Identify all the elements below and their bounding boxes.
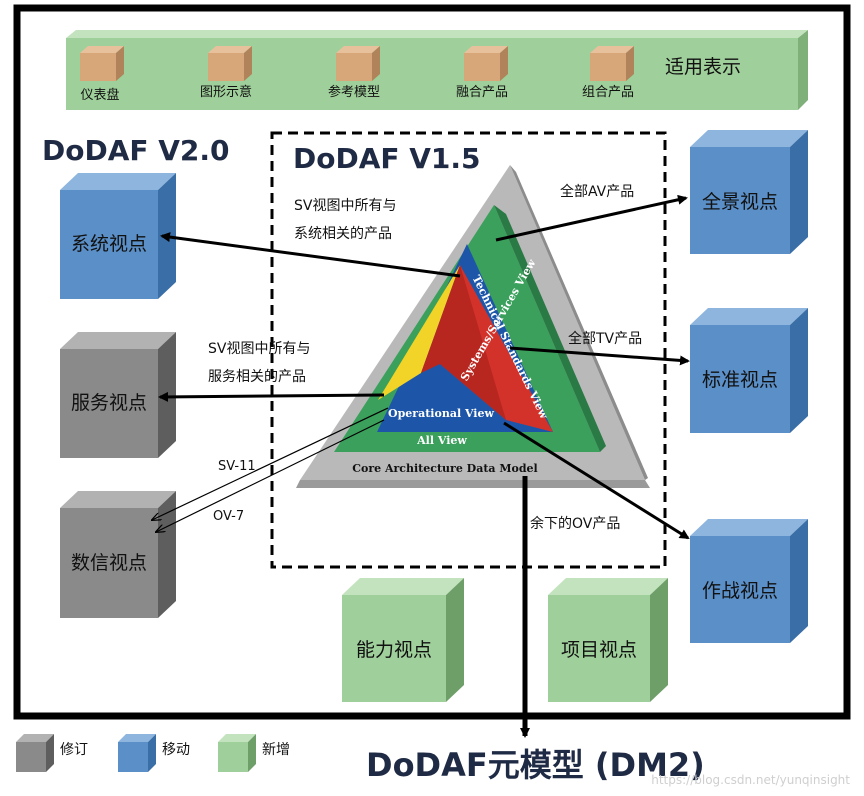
v15-dashed-box: [270, 131, 667, 569]
cube-all-viewpoint: [690, 130, 808, 254]
annotation-sv-service-line1: SV视图中所有与: [208, 341, 310, 357]
top-item-reference-model: 参考模型: [328, 84, 380, 100]
viewpoint-project: 项目视点: [561, 639, 637, 661]
annotation-sv-service-line2: 服务相关的产品: [208, 369, 306, 385]
annotation-all-av: 全部AV产品: [560, 183, 634, 200]
meta-model-title: DoDAF元模型 (DM2): [366, 746, 705, 784]
arrow-ov7-to-data-viewpoint: [156, 419, 385, 532]
title-v20: DoDAF V2.0: [42, 134, 230, 167]
viewpoint-operational: 作战视点: [702, 580, 778, 602]
annotation-rest-ov: 余下的OV产品: [530, 515, 620, 532]
legend-moved: 移动: [162, 742, 190, 758]
tan-cube-2: [208, 46, 252, 81]
pyramid: [296, 165, 650, 488]
outer-frame: [13, 4, 851, 720]
top-item-fusion: 融合产品: [456, 85, 508, 100]
cube-system-viewpoint: [60, 173, 176, 299]
core-model-label: Core Architecture Data Model: [352, 462, 538, 475]
legend-added: 新增: [262, 742, 290, 758]
top-item-composite: 组合产品: [582, 85, 634, 100]
viewpoint-system: 系统视点: [71, 233, 147, 255]
cube-capability-viewpoint: [342, 578, 464, 702]
arrow-to-service-viewpoint: [158, 391, 385, 402]
tan-cube-1: [80, 46, 124, 81]
arrow-sv11-to-data-viewpoint: [152, 407, 389, 520]
top-item-graphic: 图形示意: [200, 84, 252, 100]
arrow-to-all-viewpoint: [495, 194, 688, 242]
legend-added-swatch: [218, 734, 256, 772]
legend-moved-swatch: [118, 734, 156, 772]
viewpoint-service: 服务视点: [71, 392, 147, 414]
viewpoint-all: 全景视点: [702, 191, 778, 213]
arrow-to-system-viewpoint: [160, 232, 461, 278]
operational-view-label: Operational View: [388, 407, 494, 420]
arrow-to-standard-viewpoint: [509, 346, 690, 366]
all-view-label: All View: [416, 434, 467, 447]
tan-cube-4: [464, 46, 508, 81]
annotation-sv11: SV-11: [218, 459, 256, 474]
top-item-dashboard: 仪表盘: [80, 87, 119, 103]
legend-revised-swatch: [16, 734, 54, 772]
top-bar-label: 适用表示: [665, 56, 741, 78]
cube-operational-viewpoint: [690, 519, 808, 643]
cube-service-viewpoint: [60, 332, 176, 458]
cube-standard-viewpoint: [690, 308, 808, 433]
viewpoint-data: 数信视点: [71, 552, 147, 574]
watermark: https://blog.csdn.net/yunqinsight: [651, 773, 850, 787]
viewpoint-standard: 标准视点: [702, 369, 778, 391]
arrow-to-operational-viewpoint: [503, 421, 690, 540]
tan-cube-5: [590, 46, 634, 81]
cube-project-viewpoint: [548, 578, 668, 702]
cube-data-viewpoint: [60, 491, 176, 618]
legend-revised: 修订: [60, 742, 88, 758]
annotation-sv-system-line1: SV视图中所有与: [294, 198, 396, 214]
annotation-all-tv: 全部TV产品: [568, 330, 642, 347]
annotation-sv-system-line2: 系统相关的产品: [294, 226, 392, 242]
annotation-ov7: OV-7: [213, 509, 244, 524]
tan-cube-3: [336, 46, 380, 81]
presentation-bar: [66, 30, 808, 110]
systems-view-face: [378, 265, 460, 400]
title-v15: DoDAF V1.5: [293, 142, 481, 175]
viewpoint-capability: 能力视点: [356, 639, 432, 661]
